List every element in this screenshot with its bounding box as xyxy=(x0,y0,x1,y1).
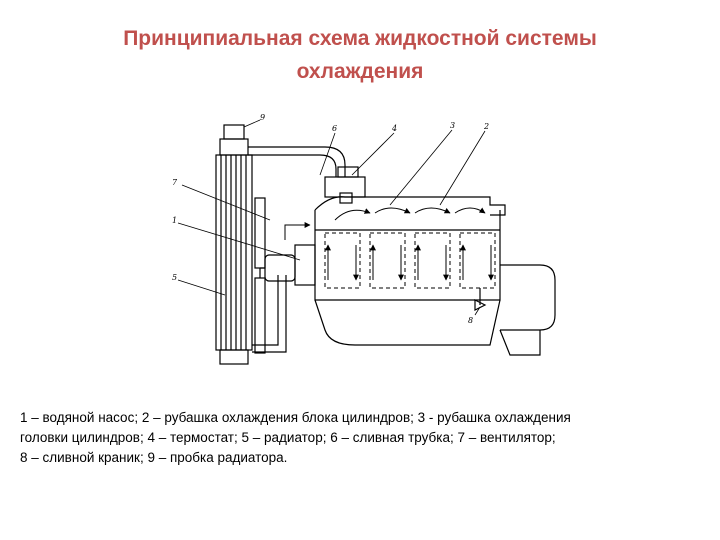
title-line-1: Принципиальная схема жидкостной системы xyxy=(123,27,597,50)
water-pump xyxy=(260,244,316,286)
callout-8: 8 xyxy=(468,316,473,325)
radiator-cap xyxy=(223,124,245,140)
fan xyxy=(254,197,266,354)
cooling-system-diagram: 7 1 5 6 4 3 2 9 8 xyxy=(172,113,556,365)
drain-cock xyxy=(474,288,487,311)
callout-7: 7 xyxy=(172,178,178,187)
callout-9: 9 xyxy=(260,113,265,122)
thermostat xyxy=(324,166,366,204)
cylinder-jackets xyxy=(324,232,496,289)
callout-1: 1 xyxy=(172,216,177,225)
title-line-2: охлаждения xyxy=(296,60,424,83)
page-title: Принципиальная схема жидкостной системы … xyxy=(40,22,680,88)
legend-line-2: головки цилиндров; 4 – термостат; 5 – ра… xyxy=(20,430,556,445)
callout-5: 5 xyxy=(172,273,177,282)
radiator xyxy=(215,124,253,365)
callout-labels: 7 1 5 6 4 3 2 9 8 xyxy=(172,113,489,325)
leader-lines xyxy=(177,119,486,316)
callout-6: 6 xyxy=(332,124,337,133)
lower-hose xyxy=(252,275,287,353)
callout-4: 4 xyxy=(391,124,397,133)
upper-hose xyxy=(248,146,346,177)
flow-arrows xyxy=(284,207,494,281)
engine-block xyxy=(314,196,506,346)
transmission-housing xyxy=(499,264,556,356)
legend: 1 – водяной насос; 2 – рубашка охлаждени… xyxy=(20,408,710,468)
callout-3: 3 xyxy=(450,121,455,130)
callout-2: 2 xyxy=(483,122,489,131)
legend-line-3: 8 – сливной краник; 9 – пробка радиатора… xyxy=(20,450,288,465)
legend-line-1: 1 – водяной насос; 2 – рубашка охлаждени… xyxy=(20,410,571,425)
